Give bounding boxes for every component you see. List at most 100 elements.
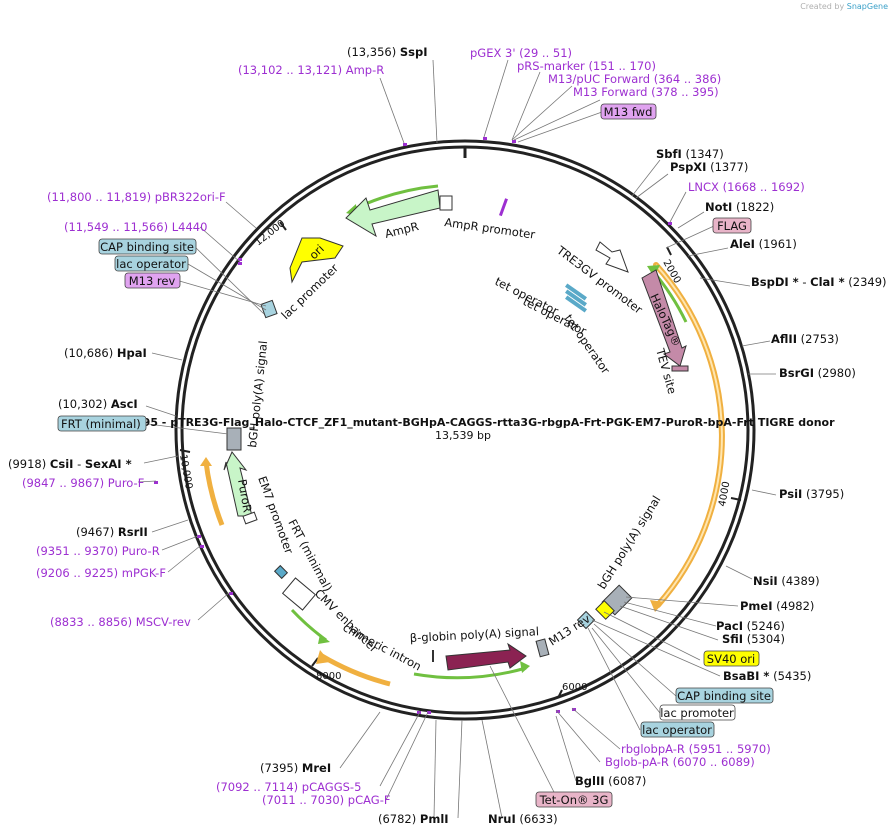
box-cap-binding-site-left[interactable]: CAP binding site [98,238,197,255]
tick-2000-mark [666,246,672,256]
box-frt-minimal-left[interactable]: FRT (minimal) [57,415,147,432]
svg-text:M13 rev: M13 rev [129,274,176,288]
box-m13-rev-left[interactable]: M13 rev [124,272,181,289]
primer-amp-r: (13,102 .. 13,121) Amp-R [238,63,384,77]
primer-lncx: LNCX (1668 .. 1692) [688,180,805,194]
site-csii-sexai: (9918) CsiI - SexAI * [8,457,132,471]
site-sfii: SfiI (5304) [722,632,785,646]
tick-6000-mark [557,689,563,699]
snapgene-brand: SnapGene [846,2,888,11]
green-arc-bottom [413,666,527,680]
box-m13-fwd[interactable]: M13 fwd [600,103,657,120]
lncx-marker [498,198,508,217]
svg-text:CAP binding site: CAP binding site [100,240,194,254]
tre3gv-promoter-shape[interactable] [595,241,629,273]
label-em7-promoter: EM7 promoter [255,474,296,556]
primer-ticks [154,137,672,714]
rtta3g-arc-inner [655,264,723,606]
tick-label: 8000 [316,671,341,682]
green-arrowhead-cmv [318,634,330,644]
label-puror: PuroR [235,478,255,513]
site-bspdi-clai: BspDI * - ClaI * (2349) [751,275,887,289]
tick-8000-mark [311,657,319,667]
frt-minimal-shape[interactable] [273,564,289,580]
box-lac-operator-right[interactable]: lac operator [640,721,715,738]
site-bsrgi: BsrGI (2980) [779,366,856,380]
site-nsii: NsiI (4389) [753,574,820,588]
svg-text:FRT (minimal): FRT (minimal) [61,417,141,431]
primer-pbr322ori-f: (11,800 .. 11,819) pBR322ori-F [47,190,226,204]
box-flag[interactable]: FLAG [712,217,752,234]
svg-text:CAP binding site: CAP binding site [677,689,771,703]
site-psii: PsiI (3795) [779,487,844,501]
site-rsrii: (9467) RsrII [76,525,148,539]
site-alei: AleI (1961) [730,237,797,251]
site-sspi: (13,356) SspI [347,45,428,59]
primer-bglob-pa-r: Bglob-pA-R (6070 .. 6089) [605,755,755,769]
bgh-polya-left-shape[interactable] [226,427,242,451]
box-tet-on-3g[interactable]: Tet-On® 3G [535,791,613,808]
tick-label: 4000 [717,481,732,508]
tet-operators-shape[interactable] [565,283,587,313]
primer-rbglobpa-r: rbglobpA-R (5951 .. 5970) [621,742,771,756]
svg-text:M13 fwd: M13 fwd [604,105,653,119]
tev-site-shape[interactable] [671,365,689,372]
ori-arrow[interactable] [289,237,344,284]
chimeric-intron-shape[interactable] [432,650,434,662]
em7-promoter-shape[interactable] [242,511,258,525]
svg-text:lac operator: lac operator [116,257,186,271]
site-prui: NruI (6633) [488,812,558,826]
primer-puro-f: (9847 .. 9867) Puro-F [22,476,144,490]
tick-12000-mark [279,221,287,231]
site-noti: NotI (1822) [705,200,774,214]
site-aflii: AflII (2753) [771,332,839,346]
rtta3g-arrowhead [650,600,664,612]
label-ampr-promoter: AmpR promoter [444,215,537,242]
label-tre3gv-promoter: TRE3GV promoter [553,243,645,317]
beta-globin-arrow[interactable] [445,642,527,671]
box-sv40-ori[interactable]: SV40 ori [703,650,760,667]
label-bgh-polya-left: bGH poly(A) signal [245,340,270,448]
svg-text:FLAG: FLAG [717,219,747,233]
primer-pcaggs-5: (7092 .. 7114) pCAGGS-5 [216,780,361,794]
tick-10000-mark [179,449,191,453]
puro-orange-arrowhead [200,457,212,466]
cmv-enhancer-shape[interactable] [281,577,317,611]
tick-label: 6000 [562,682,587,693]
label-ampr: AmpR [383,219,420,241]
snapgene-credit: Created by SnapGene [800,2,888,11]
halotag-arrow[interactable] [641,269,687,367]
primer-m13-forward: M13 Forward (378 .. 395) [573,85,719,99]
box-cap-binding-site-right[interactable]: CAP binding site [675,687,774,704]
puro-orange-arc [203,461,225,526]
box-lac-operator-left[interactable]: lac operator [114,255,189,272]
site-pspxi: PspXI (1377) [670,160,748,174]
m13-rev-shape[interactable] [535,638,550,658]
lac-cluster-right[interactable] [576,610,596,630]
ampr-arrow[interactable] [345,189,441,238]
primer-pcag-f: (7011 .. 7030) pCAG-F [262,793,390,807]
primer-prs-marker: pRS-marker (151 .. 170) [517,59,656,73]
backbone-outer [174,139,756,721]
primer-l4440: (11,549 .. 11,566) L4440 [64,220,207,234]
plasmid-length: 13,539 bp [435,429,491,442]
primer-mpgk-f: (9206 .. 9225) mPGK-F [36,566,166,580]
primer-m13-puc-forward: M13/pUC Forward (364 .. 386) [548,72,721,86]
cags-orange-arrowhead [316,650,330,664]
leader-lines [137,59,777,819]
label-cmv-enhancer: CMV enhancer [312,586,381,655]
tick-4000-mark [730,497,742,501]
box-lac-promoter-right[interactable]: lac promoter [659,704,736,721]
primer-puro-r: (9351 .. 9370) Puro-R [36,544,160,558]
lac-cluster-left[interactable] [260,299,278,319]
puror-arrow[interactable] [223,451,253,517]
site-paci: PacI (5246) [716,619,785,633]
plasmid-title: KL095 - pTRE3G-Flag_Halo-CTCF_ZF1_mutant… [119,416,835,429]
site-mrei: (7395) MreI [260,761,331,775]
svg-text:lac operator: lac operator [642,723,712,737]
site-bsabi: BsaBI * (5435) [723,669,811,683]
ampr-promoter-shape[interactable] [439,195,453,211]
label-bgh-polya-right: bGH poly(A) signal [595,493,664,591]
site-pmli: (6782) PmlI [378,812,449,826]
svg-text:lac promoter: lac promoter [660,706,734,720]
